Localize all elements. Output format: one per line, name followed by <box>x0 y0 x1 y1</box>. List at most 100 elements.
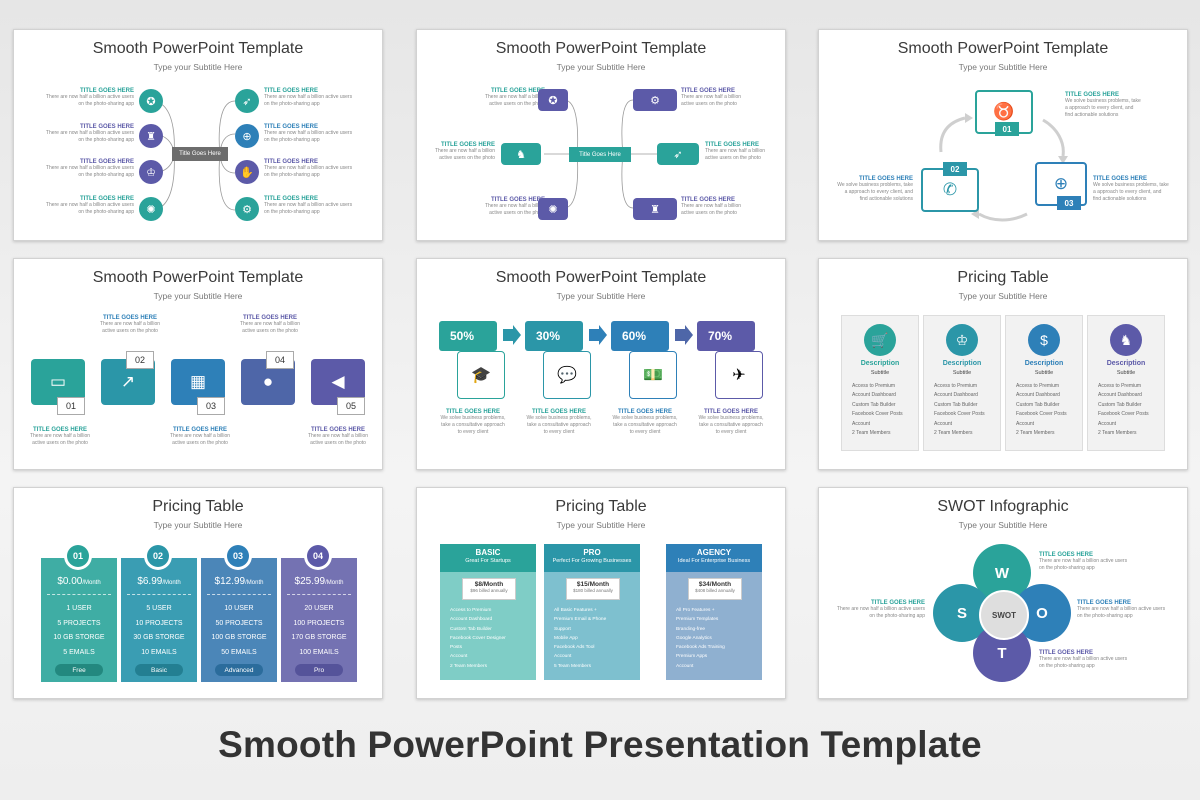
slide-subtitle: Type your Subtitle Here <box>153 62 243 72</box>
slide-subtitle: Type your Subtitle Here <box>153 291 243 301</box>
dollar-icon: $ <box>1028 324 1060 356</box>
slide-7-pricing-columns[interactable]: Pricing Table Type your Subtitle Here 01… <box>13 487 383 699</box>
process-arrows <box>503 325 693 345</box>
plan-price: $6.99/Month <box>137 576 181 587</box>
step-4-text: TITLE GOES HERE There are now half a bil… <box>239 315 301 334</box>
swot-t-text: TITLE GOES HERE There are now half a bil… <box>1039 650 1128 669</box>
step-num-05: 05 <box>337 397 365 415</box>
slide-5-percent-process[interactable]: Smooth PowerPoint Template Type your Sub… <box>416 258 786 470</box>
chess-icon: ♞ <box>1110 324 1142 356</box>
right-item-2: TITLE GOES HERE There are now half a bil… <box>264 124 353 143</box>
slide-title: Smooth PowerPoint Template <box>897 40 1109 57</box>
trophy-icon: ♔ <box>946 324 978 356</box>
step-num-04: 04 <box>266 351 294 369</box>
right-item-3: TITLE GOES HERE There are now half a bil… <box>264 159 353 178</box>
gear-icon: ⚙ <box>633 89 677 111</box>
step-badge-02: 02 <box>943 162 967 176</box>
slide-title: Smooth PowerPoint Template <box>495 40 707 57</box>
slide-title: Pricing Table <box>152 498 244 515</box>
slide-4-steps[interactable]: Smooth PowerPoint Template Type your Sub… <box>13 258 383 470</box>
plan-button-pro[interactable]: Pro <box>295 664 343 676</box>
slide-subtitle: Type your Subtitle Here <box>958 62 1048 72</box>
left-item-3: TITLE GOES HERE There are now half a bil… <box>45 159 134 178</box>
percent-4: 70% <box>697 321 755 351</box>
slide-subtitle: Type your Subtitle Here <box>958 520 1048 530</box>
slide-2-mindmap-boxes[interactable]: Smooth PowerPoint Template Type your Sub… <box>416 29 786 241</box>
slide-1-mindmap-circles[interactable]: Smooth PowerPoint Template Type your Sub… <box>13 29 383 241</box>
slide-title: Pricing Table <box>957 269 1049 286</box>
step-1-text: TITLE GOES HERE There are now half a bil… <box>29 427 91 446</box>
slide-6-pricing-cards[interactable]: Pricing Table Type your Subtitle Here 🛒 … <box>818 258 1188 470</box>
tier-features: All Basic Features +Premium Email & Phon… <box>554 608 607 669</box>
plan-button-basic[interactable]: Basic <box>135 664 183 676</box>
right-item-4: TITLE GOES HERE There are now half a bil… <box>264 196 353 215</box>
slide-title: Pricing Table <box>555 498 647 515</box>
tier-features: All Pro Features +Premium Templates Bran… <box>676 608 725 669</box>
percent-2: 30% <box>525 321 583 351</box>
slide-subtitle: Type your Subtitle Here <box>556 291 646 301</box>
process-1-text: TITLE GOES HERE We solve business proble… <box>440 409 506 435</box>
lightbulb-icon: ✺ <box>139 197 163 221</box>
step-2-text: TITLE GOES HERE There are now half a bil… <box>99 315 161 334</box>
tier-price: $8/Month$96 billed annually <box>462 578 516 600</box>
rocket-icon: ➶ <box>235 89 259 113</box>
cycle-arrows <box>939 113 1068 222</box>
slide-8-pricing-tiers[interactable]: Pricing Table Type your Subtitle Here BA… <box>416 487 786 699</box>
plan-number: 04 <box>307 545 329 567</box>
chat-bubble-icon: 💬 <box>543 351 591 399</box>
slide-subtitle: Type your Subtitle Here <box>153 520 243 530</box>
swot-center: SWOT <box>979 590 1029 640</box>
slide-9-swot[interactable]: SWOT Infographic Type your Subtitle Here… <box>818 487 1188 699</box>
process-3-text: TITLE GOES HERE We solve business proble… <box>612 409 678 435</box>
award-icon: ✪ <box>538 89 568 111</box>
pricing-card-2[interactable]: ♔ Description Subtitle Access to Premium… <box>923 315 1001 451</box>
pricing-card-1[interactable]: 🛒 Description Subtitle Access to Premium… <box>841 315 919 451</box>
pricing-card-3[interactable]: $ Description Subtitle Access to Premium… <box>1005 315 1083 451</box>
slide-subtitle: Type your Subtitle Here <box>556 520 646 530</box>
plan-button-free[interactable]: Free <box>55 664 103 676</box>
slide-title: Smooth PowerPoint Template <box>495 269 707 286</box>
center-hub: Title Goes Here <box>172 147 228 161</box>
plan-number: 02 <box>147 545 169 567</box>
percent-1: 50% <box>439 321 497 351</box>
swot-o-text: TITLE GOES HERE There are now half a bil… <box>1077 600 1166 619</box>
handshake-icon: ✋ <box>235 160 259 184</box>
pricing-card-4[interactable]: ♞ Description Subtitle Access to Premium… <box>1087 315 1165 451</box>
step-3-text: TITLE GOES HERE There are now half a bil… <box>169 427 231 446</box>
step-num-02: 02 <box>126 351 154 369</box>
plan-button-advanced[interactable]: Advanced <box>215 664 263 676</box>
lightbulb-icon: ✺ <box>538 198 568 220</box>
step-2-text: TITLE GOES HERE We solve business proble… <box>837 176 913 202</box>
step-badge-01: 01 <box>995 122 1019 136</box>
plan-price: $12.99/Month <box>214 576 264 587</box>
step-5-text: TITLE GOES HERE There are now half a bil… <box>307 427 369 446</box>
paper-plane-icon: ✈ <box>715 351 763 399</box>
left-item-1: TITLE GOES HERE There are now half a bil… <box>45 88 134 107</box>
slide-subtitle: Type your Subtitle Here <box>556 62 646 72</box>
trophy-icon: ♔ <box>139 160 163 184</box>
step-num-01: 01 <box>57 397 85 415</box>
plan-price: $25.99/Month <box>294 576 344 587</box>
percent-3: 60% <box>611 321 669 351</box>
item-bottom-left: TITLE GOES HERE There are now half a bil… <box>484 197 545 216</box>
cart-icon: 🛒 <box>864 324 896 356</box>
tier-price: $34/Month$408 billed annually <box>688 578 742 600</box>
center-hub: Title Goes Here <box>569 147 631 162</box>
step-3-text: TITLE GOES HERE We solve business proble… <box>1093 176 1169 202</box>
right-item-1: TITLE GOES HERE There are now half a bil… <box>264 88 353 107</box>
slide-3-cycle[interactable]: Smooth PowerPoint Template Type your Sub… <box>818 29 1188 241</box>
